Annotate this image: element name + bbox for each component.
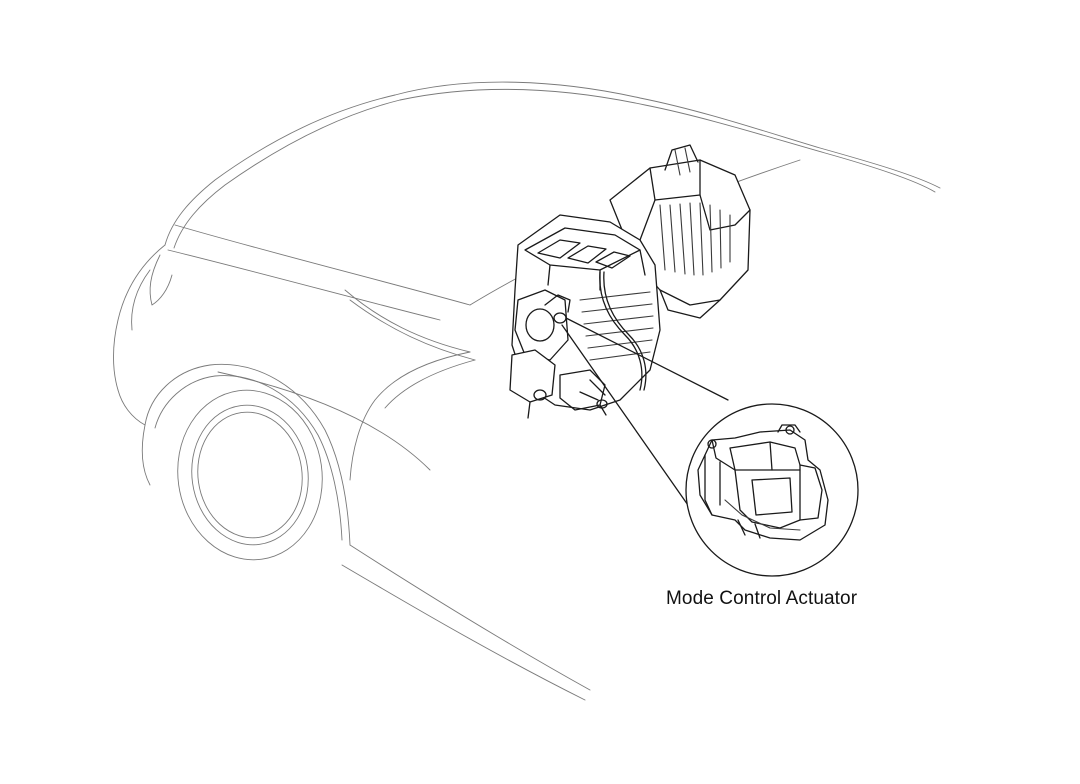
callout-leader-lines (561, 317, 729, 509)
hvac-unit-assembly (509, 144, 751, 419)
actuator-detail-drawing (697, 424, 829, 541)
callout-label: Mode Control Actuator (666, 588, 858, 609)
